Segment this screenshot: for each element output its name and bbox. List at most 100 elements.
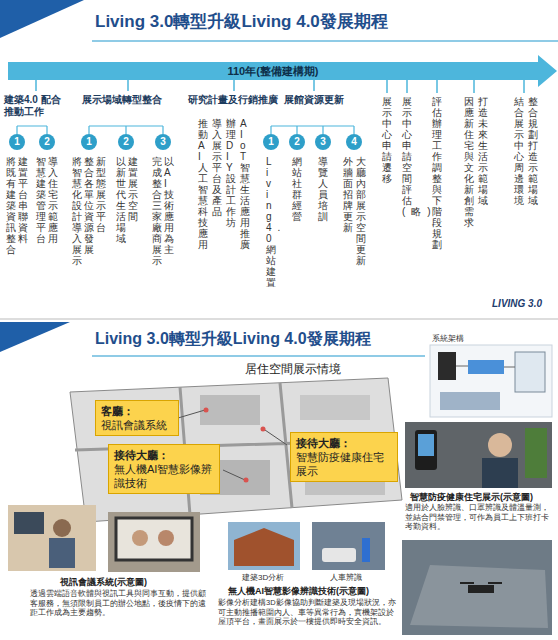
phase-heading: 建築4.0 配合推動工作 <box>4 94 68 118</box>
figure-caption: 智慧防疫健康住宅展示(示意圖) <box>410 491 533 504</box>
node-text: 智慧防疫健康住宅展示 <box>296 450 392 478</box>
callout-box: 客廳：視訊會議系統 <box>95 400 179 436</box>
callout-box: 接待大廳：智慧防疫健康住宅展示 <box>290 432 398 482</box>
node-text: 110年(整備建構期) <box>8 62 538 80</box>
node-text: 接待大廳： <box>296 436 392 450</box>
system-device <box>515 352 545 392</box>
milestone-note: 評估辦理工作調整與下階段規劃 <box>432 96 442 250</box>
system-diagram <box>430 345 552 417</box>
photo-person <box>53 519 71 537</box>
node-text: 視訊會議系統 <box>101 418 173 432</box>
slide-title: Living 3.0轉型升級Living 4.0發展期程 <box>95 10 388 33</box>
node-text: 客廳： <box>101 404 173 418</box>
task-note: 導入展示平台及產品 <box>212 118 222 217</box>
tick-marks <box>36 80 524 93</box>
photo-scanner-screen <box>418 434 434 456</box>
task-note: 整合各單位資源發展 <box>84 156 94 255</box>
phase-heading: 展示場域轉型整合 <box>82 94 162 106</box>
leader-dot <box>204 408 209 413</box>
milestone-note: 展示中心申請遷移 <box>382 96 392 184</box>
system-wires <box>456 366 515 367</box>
task-note: 大廳內部展示空間更新 <box>356 156 366 266</box>
figure-description: 影像分析建構3D影像協助判斷建築及現場狀況，亦可主動推播範圍內人、車等異常行為，… <box>218 598 400 627</box>
photo-face-scan <box>405 422 552 488</box>
photo-person <box>49 538 75 568</box>
bracket-lines <box>17 126 354 134</box>
milestone-note: 打造未來生活示範場域 <box>478 96 488 206</box>
photo-car <box>322 548 356 562</box>
plan-furniture <box>300 395 370 420</box>
step-circle: 1 <box>81 134 97 150</box>
figure-label: 人車辨識 <box>330 572 362 583</box>
step-circle: 2 <box>39 134 55 150</box>
photo-vehicle <box>312 522 385 570</box>
phase-heading: 展館資源更新 <box>284 94 344 106</box>
corner-triangle <box>0 0 84 38</box>
floor-plan <box>70 378 402 522</box>
task-note: 新型態展示平台 <box>96 156 106 233</box>
figure-caption: 視訊會議系統(示意圖) <box>60 576 147 589</box>
photo-video-user <box>8 505 96 571</box>
task-note: 外牆面招牌更新 <box>343 156 353 233</box>
photo-monitor <box>14 512 44 534</box>
logo: LIVING 3.0 <box>492 298 542 309</box>
task-note: 推動AI人工智慧科技應用 <box>198 118 208 250</box>
band-arrowhead <box>538 55 557 87</box>
task-note: 導入住宅示範應用 <box>48 156 58 244</box>
photo-building <box>234 528 294 566</box>
node-text: 1 <box>9 134 25 150</box>
milestone-note: 展示中心申請空間評估(略) <box>402 96 412 217</box>
phase-heading: 研究計畫及行銷推廣 <box>188 94 278 106</box>
callout-box: 接待大廳：無人機AI智慧影像辨識技術 <box>108 444 220 494</box>
corner-triangle <box>0 322 70 352</box>
photo-video-call <box>108 512 200 572</box>
task-note: 建置展示空間 <box>128 156 138 222</box>
node-text: 2 <box>289 134 305 150</box>
step-circle: 2 <box>118 134 134 150</box>
leader-dot <box>244 478 249 483</box>
photo-person <box>488 433 512 457</box>
photo-person <box>158 530 174 546</box>
node-text: 1 <box>81 134 97 150</box>
photo-building-3d <box>228 522 300 570</box>
photo-person <box>482 458 518 488</box>
photo-roof <box>410 565 548 628</box>
milestone-note: 整合規劃打造示範場域 <box>528 96 538 206</box>
leader-dot <box>261 427 266 432</box>
slide-separator <box>0 319 558 320</box>
system-device <box>468 360 504 374</box>
node-text: 2 <box>118 134 134 150</box>
figure-caption: 無人機AI智慧影像辨識技術(示意圖) <box>228 585 369 598</box>
step-circle: 1 <box>263 134 279 150</box>
node-text: 無人機AI智慧影像辨識技術 <box>114 462 214 490</box>
step-circle: 1 <box>9 134 25 150</box>
system-device <box>438 352 456 380</box>
node-text: 接待大廳： <box>114 448 214 462</box>
plan-furniture <box>200 395 260 425</box>
task-note: 完成整合三家廠商展示 <box>152 156 162 266</box>
step-circle: 3 <box>155 134 171 150</box>
task-note: 以AI技術應用為主 <box>164 156 174 255</box>
title-rule <box>92 355 425 357</box>
system-device <box>440 392 500 410</box>
photo-drone <box>468 585 494 593</box>
photo-drone-roof <box>402 540 552 635</box>
node-text: 1 <box>263 134 279 150</box>
figure-label: 系統架構 <box>432 333 464 344</box>
node-text: 3 <box>315 134 331 150</box>
task-note: 智慧建築管理平台 <box>36 156 46 244</box>
title-rule <box>92 40 558 42</box>
milestone-note: 因應新住宅與文化新創需求 <box>464 96 474 228</box>
figure-description: 透過雲端語音軟體與視訊工具與同事互動，提供顧客服務，無須限制員工的辦公地點，後疫… <box>30 589 210 618</box>
timeline-band: 110年(整備建構期) <box>8 62 538 80</box>
photo-person-box <box>362 538 370 562</box>
figure-description: 適用於人臉辨識、口罩辨識及體溫量測，並結合門禁管理，可作為員工上下班打卡考勤資料… <box>405 503 553 532</box>
photo-drone-rotors <box>460 582 502 584</box>
step-circle: 4 <box>346 134 362 150</box>
node-text: 4 <box>346 134 362 150</box>
photo-person <box>132 530 148 546</box>
step-circle: 2 <box>289 134 305 150</box>
step-circle: 3 <box>315 134 331 150</box>
photo-plant <box>525 428 547 478</box>
slide-title: Living 3.0轉型升級Living 4.0發展期程 <box>95 329 371 350</box>
